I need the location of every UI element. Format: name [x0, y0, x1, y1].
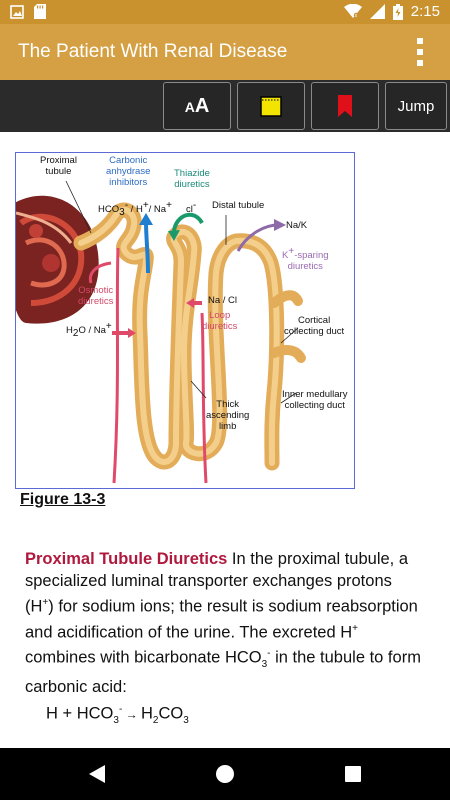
- thiazide-arrow: [172, 212, 204, 232]
- figure-caption[interactable]: Figure 13-3: [20, 491, 106, 508]
- signal-icon: [369, 4, 385, 19]
- back-triangle-icon[interactable]: [88, 764, 106, 784]
- pointer-lines: [65, 180, 299, 404]
- osmotic-arrow: [88, 261, 112, 284]
- glomerulus: [9, 195, 99, 324]
- body-paragraph: Proximal Tubule Diuretics In the proxima…: [25, 550, 421, 696]
- label-na-cl: Na / Cl: [208, 295, 238, 306]
- label-h2o-na: H2O / Na+: [66, 321, 112, 340]
- equation: H + HCO3- → H2CO3: [46, 704, 189, 726]
- svg-text:x: x: [355, 13, 358, 19]
- status-right: x 2:15: [343, 3, 440, 20]
- recents-square-icon[interactable]: [344, 765, 362, 783]
- section-heading: Proximal Tubule Diuretics: [25, 550, 228, 568]
- status-bar: x 2:15: [0, 0, 450, 24]
- font-size-button[interactable]: AA: [163, 82, 231, 130]
- image-icon: [10, 4, 24, 19]
- diuretic-arrows: [88, 212, 286, 484]
- app-bar: The Patient With Renal Disease: [0, 24, 450, 80]
- sd-card-icon: [34, 4, 46, 19]
- status-time: 2:15: [410, 3, 440, 20]
- home-circle-icon[interactable]: [215, 764, 235, 784]
- navigation-bar: [0, 748, 450, 800]
- tubule: [73, 202, 306, 471]
- nephron-diagram: [9, 180, 306, 484]
- carbonic-arrow: [144, 220, 150, 274]
- reader-toolbar: AA Jump: [0, 80, 450, 132]
- label-na-k: Na/K: [286, 220, 308, 231]
- bookmark-button[interactable]: [311, 82, 379, 130]
- label-cl: cl-: [186, 200, 197, 216]
- red-bookmark-icon: [338, 95, 352, 117]
- yellow-note-icon: [260, 96, 282, 117]
- status-left: [10, 4, 46, 19]
- label-distal-tubule: Distal tubule: [212, 200, 265, 211]
- overflow-menu-icon[interactable]: [416, 38, 424, 66]
- label-hco3: HCO3- / H+/ Na+: [98, 200, 172, 219]
- battery-icon: [392, 3, 403, 20]
- wifi-icon: x: [343, 4, 362, 19]
- app-title: The Patient With Renal Disease: [18, 41, 288, 62]
- loop-arrow: [200, 312, 208, 484]
- jump-button[interactable]: Jump: [385, 82, 447, 130]
- note-button[interactable]: [237, 82, 305, 130]
- font-size-label: AA: [184, 94, 210, 117]
